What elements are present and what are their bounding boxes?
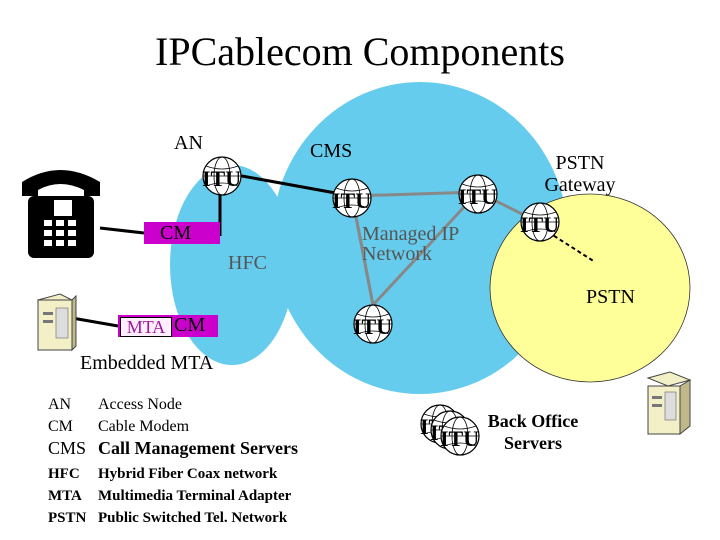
back-office-label: Back Office Servers bbox=[487, 411, 579, 453]
legend-row-cms: CMS Call Management Servers bbox=[48, 438, 298, 459]
cms-itu-icon bbox=[331, 178, 372, 218]
legend-abbr: PSTN bbox=[48, 510, 87, 526]
link-an-cms bbox=[219, 170, 353, 198]
legend-text: Public Switched Tel. Network bbox=[98, 510, 288, 526]
link-phone-cm bbox=[99, 226, 145, 235]
mta-cm-box: MTA bbox=[118, 315, 218, 337]
legend-abbr: CMS bbox=[48, 438, 87, 458]
legend-text: Hybrid Fiber Coax network bbox=[98, 466, 278, 482]
cm-bottom-label: CM bbox=[174, 314, 206, 336]
embedded-mta-label: Embedded MTA bbox=[80, 352, 214, 374]
legend-text: Cable Modem bbox=[98, 418, 190, 435]
gateway-itu-icon bbox=[457, 174, 498, 214]
legend-text: Multimedia Terminal Adapter bbox=[98, 488, 292, 504]
legend-row-hfc: HFC Hybrid Fiber Coax network bbox=[48, 466, 277, 483]
managed-ip-label: Managed IP Network bbox=[362, 223, 459, 265]
mta-label: MTA bbox=[120, 317, 172, 337]
legend-abbr: AN bbox=[48, 396, 72, 413]
legend-row-an: AN Access Node bbox=[48, 396, 182, 414]
link-gw-router bbox=[371, 190, 480, 307]
cms-label: CMS bbox=[310, 140, 353, 162]
legend-abbr: MTA bbox=[48, 488, 82, 504]
pstn-gateway-label: PSTN Gateway bbox=[544, 152, 616, 196]
pstn-label: PSTN bbox=[586, 286, 635, 308]
an-label: AN bbox=[174, 132, 203, 154]
legend-text: Access Node bbox=[98, 396, 182, 413]
cm-top-label: CM bbox=[160, 222, 192, 244]
mta-host-computer-icon bbox=[36, 293, 77, 352]
legend-row-mta: MTA Multimedia Terminal Adapter bbox=[48, 488, 291, 505]
link-cms-gw bbox=[351, 190, 479, 198]
link-mta-host bbox=[71, 316, 119, 328]
telephone-icon bbox=[22, 170, 100, 258]
back-office-computer-icon bbox=[646, 371, 692, 436]
pstn-itu-icon bbox=[519, 202, 560, 242]
cm-box bbox=[144, 222, 220, 244]
legend-row-pstn: PSTN Public Switched Tel. Network bbox=[48, 510, 287, 527]
legend-abbr: CM bbox=[48, 418, 73, 435]
an-itu-icon bbox=[201, 156, 242, 196]
link-pstn-gateway bbox=[547, 231, 596, 263]
legend-row-cm: CM Cable Modem bbox=[48, 418, 189, 436]
back-office-itu-icon-3 bbox=[439, 416, 480, 456]
legend-text: Call Management Servers bbox=[98, 438, 298, 458]
legend-abbr: HFC bbox=[48, 466, 80, 482]
router-itu-icon bbox=[352, 304, 393, 344]
page-title: IPCablecom Components bbox=[155, 29, 565, 74]
hfc-label: HFC bbox=[228, 252, 267, 274]
ip-cloud bbox=[272, 82, 568, 394]
